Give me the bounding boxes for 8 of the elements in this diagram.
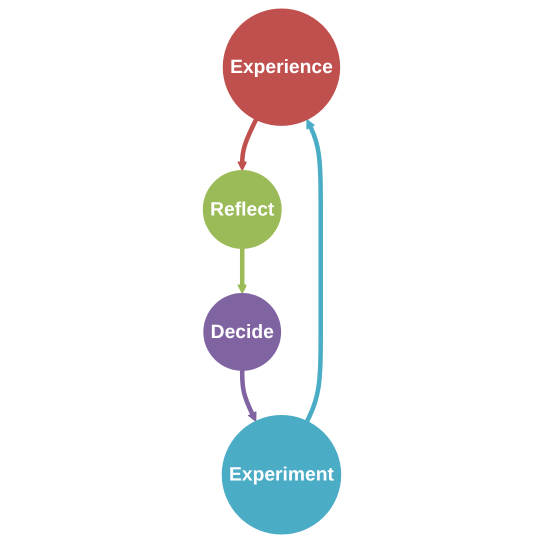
- arrow: [237, 248, 248, 294]
- arrow: [305, 119, 323, 422]
- node-circle: Decide: [203, 293, 282, 371]
- arrow: [240, 370, 256, 422]
- node-circle: Reflect: [202, 170, 282, 249]
- arrow: [237, 118, 258, 172]
- node-circle: Experiment: [222, 415, 342, 535]
- node-circle: Experience: [222, 8, 340, 126]
